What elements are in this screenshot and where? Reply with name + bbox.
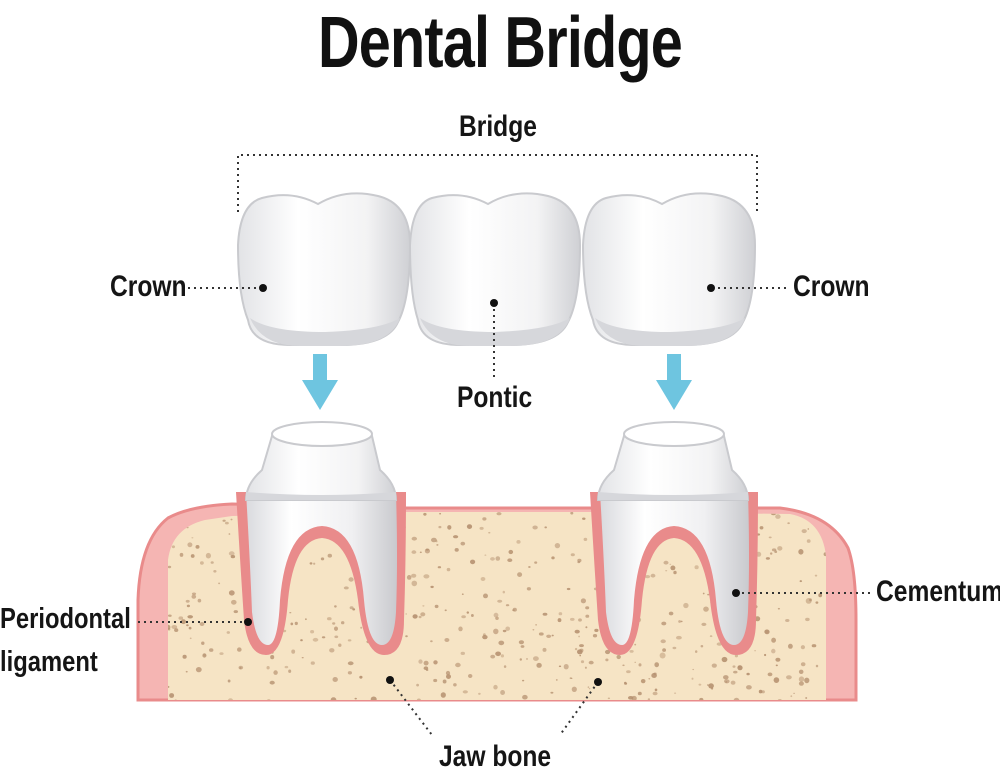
label-cementum: Cementum xyxy=(876,575,1000,608)
label-jaw-bone: Jaw bone xyxy=(439,740,552,773)
label-bridge: Bridge xyxy=(459,110,537,143)
leader-jaw-right xyxy=(559,681,599,736)
root-left-shape xyxy=(246,492,397,645)
label-crown-left: Crown xyxy=(110,270,187,303)
abutment-left-shape xyxy=(244,421,398,501)
arrow-left-icon xyxy=(302,354,338,410)
crown-right-shape xyxy=(581,192,757,346)
arrow-right-icon xyxy=(656,354,692,410)
label-crown-right: Crown xyxy=(793,270,870,303)
abutment-right-shape xyxy=(596,421,750,501)
pontic-shape xyxy=(408,192,582,346)
jaw-bone-shape xyxy=(168,512,826,700)
root-right-shape xyxy=(600,492,749,645)
crown-left-shape xyxy=(236,192,412,346)
diagram-title: Dental Bridge xyxy=(317,3,683,83)
label-periodontal: Periodontal xyxy=(0,603,131,635)
label-ligament: ligament xyxy=(0,646,98,678)
label-pontic: Pontic xyxy=(457,381,533,414)
